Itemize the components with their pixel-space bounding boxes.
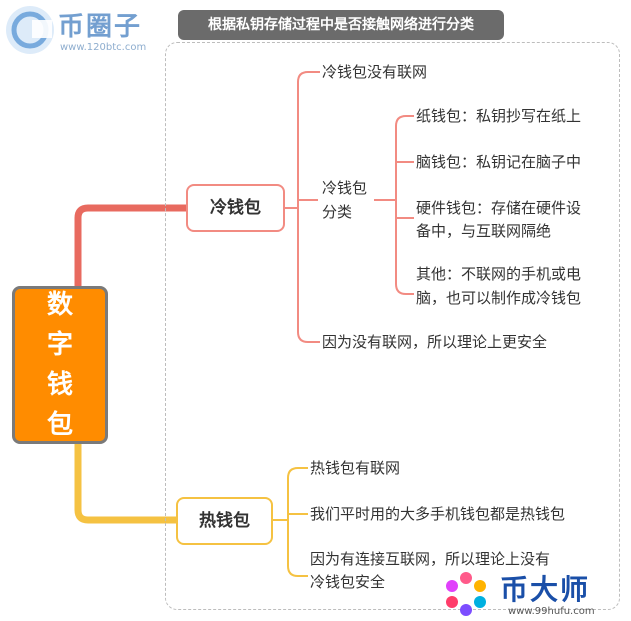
type-other-line1: 其他：不联网的手机或电 <box>416 265 582 283</box>
bottom-right-watermark: 币大师 www.99hufu.com <box>440 566 630 621</box>
flower-logo-icon <box>446 572 486 616</box>
hot-bracket <box>287 467 308 577</box>
cold-wallet-node: 冷钱包 <box>186 184 285 232</box>
cold-safe-text: 因为没有联网，所以理论上更安全 <box>322 333 548 351</box>
cold-category-line2: 分类 <box>322 203 353 221</box>
hot-online-text: 热钱包有联网 <box>310 459 401 477</box>
cold-category-line1: 冷钱包 <box>322 179 368 197</box>
hot-unsafe-line2: 冷钱包安全 <box>310 573 386 591</box>
type-hardware-line2: 备中，与互联网隔绝 <box>416 222 552 240</box>
cold-offline-text: 冷钱包没有联网 <box>322 63 428 81</box>
type-hardware-line1: 硬件钱包：存储在硬件设 <box>416 199 582 217</box>
cold-bracket <box>297 71 320 343</box>
top-left-watermark-url: www.120btc.com <box>60 42 147 53</box>
root-label: 数字钱包 <box>46 290 73 440</box>
cold-wallet-label: 冷钱包 <box>210 198 261 218</box>
root-hot-connector <box>74 438 180 524</box>
diagram-title: 根据私钥存储过程中是否接触网络进行分类 <box>178 10 504 40</box>
hot-mobile-text: 我们平时用的大多手机钱包都是热钱包 <box>310 505 566 523</box>
hot-wallet-label: 热钱包 <box>199 511 250 531</box>
bottom-right-watermark-name: 币大师 <box>500 573 591 606</box>
type-bracket <box>395 115 414 295</box>
hot-wallet-node: 热钱包 <box>176 497 273 545</box>
hot-unsafe-line1: 因为有连接互联网，所以理论上没有 <box>310 550 551 568</box>
top-left-watermark: 币圈子 www.120btc.com <box>2 2 162 58</box>
dashed-frame <box>165 42 620 610</box>
top-left-watermark-name: 币圈子 <box>58 12 143 42</box>
type-other-line2: 脑，也可以制作成冷钱包 <box>416 289 582 307</box>
root-node: 数字钱包 <box>12 286 108 444</box>
btc-circle-logo-icon <box>6 6 54 54</box>
bottom-right-watermark-url: www.99hufu.com <box>508 606 595 617</box>
type-paper: 纸钱包：私钥抄写在纸上 <box>416 107 582 125</box>
type-brain: 脑钱包：私钥记在脑子中 <box>416 153 582 171</box>
root-cold-connector <box>74 204 190 292</box>
